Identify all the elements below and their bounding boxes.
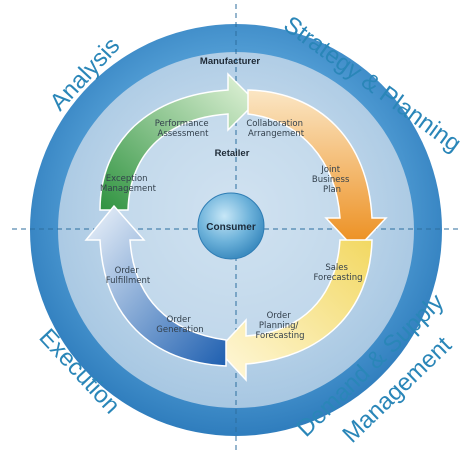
retailer-label: Retailer — [215, 148, 250, 159]
step-collaboration-arrangement: Collaboration Arrangement — [246, 119, 305, 139]
blue-cycle-arrow — [84, 204, 227, 367]
step-order-generation: Order Generation — [156, 315, 203, 335]
orange-cycle-arrow — [247, 89, 388, 252]
step-joint-business-plan: Joint Business Plan — [312, 165, 352, 195]
step-order-planning-forecasting: Order Planning/ Forecasting — [255, 311, 304, 341]
consumer-label: Consumer — [206, 222, 256, 233]
step-order-fulfillment: Order Fulfillment — [106, 266, 151, 286]
manufacturer-label: Manufacturer — [200, 56, 260, 67]
step-exception-management: Exception Management — [100, 174, 157, 194]
step-sales-forecasting: Sales Forecasting — [313, 263, 362, 283]
yellow-cycle-arrow — [216, 239, 373, 382]
step-performance-assessment: Performance Assessment — [155, 119, 212, 139]
consumer-circle — [197, 192, 265, 260]
